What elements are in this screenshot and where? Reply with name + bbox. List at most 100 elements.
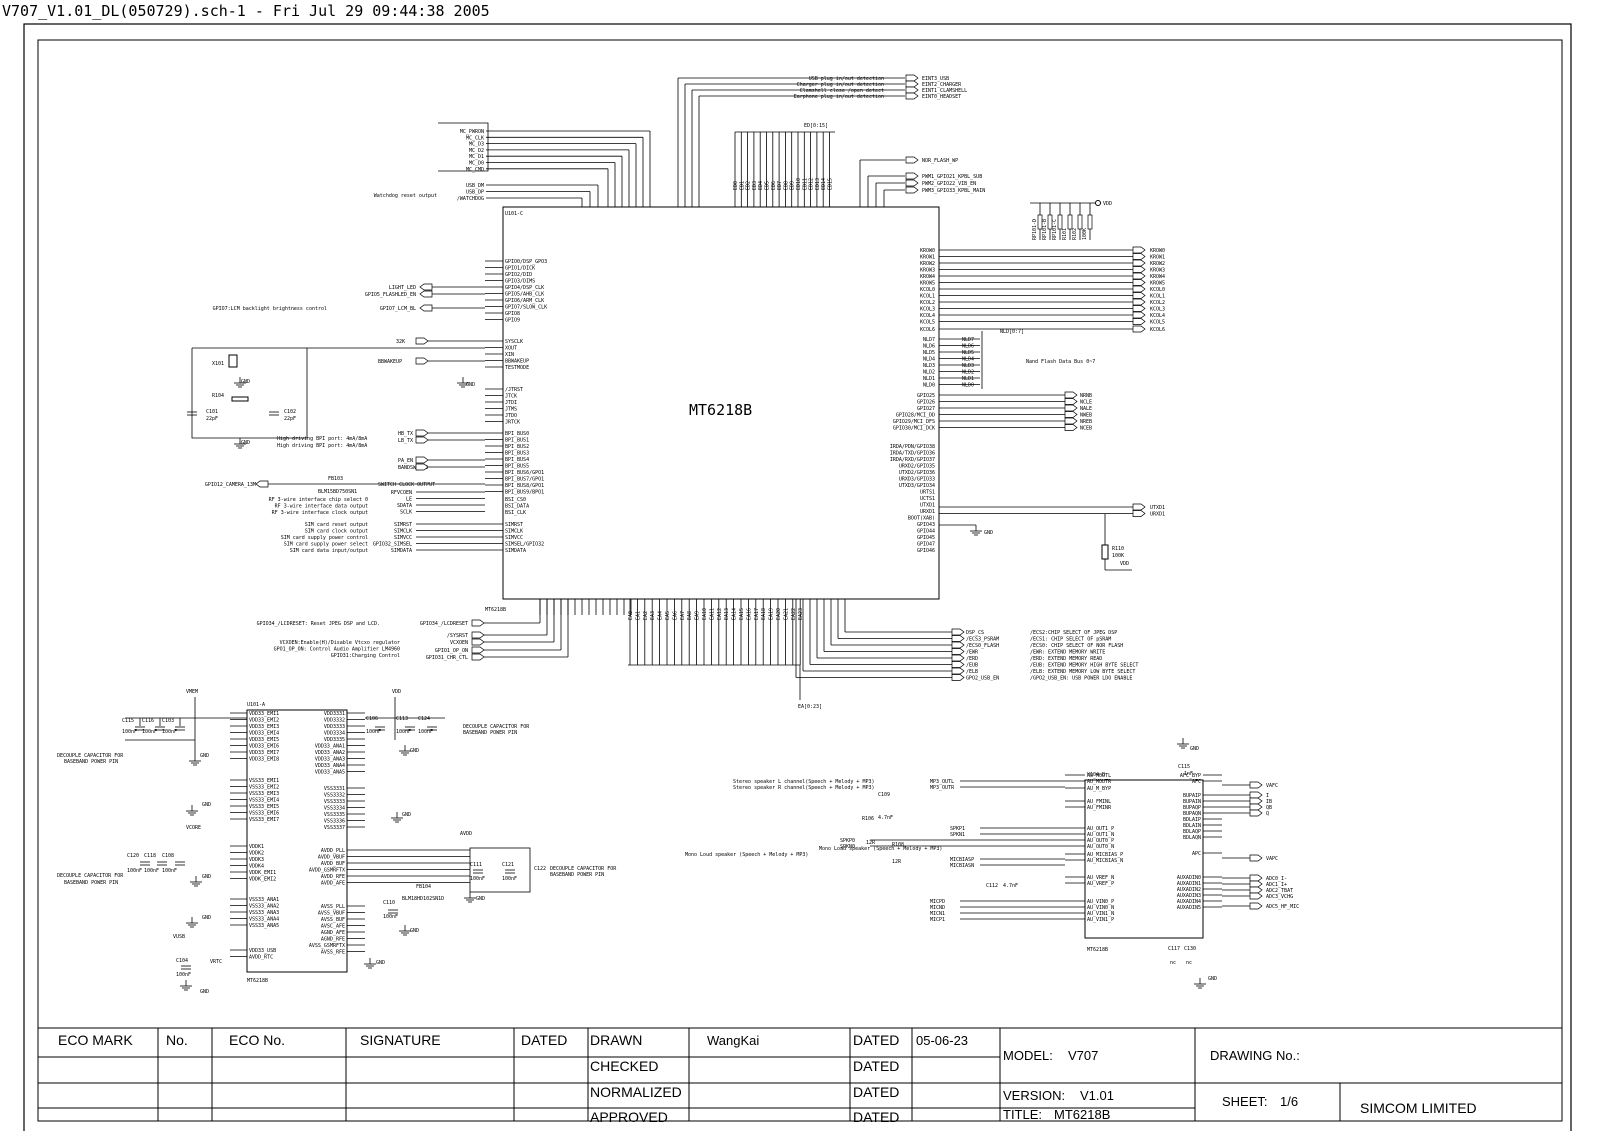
cap-ref: C118 (144, 853, 156, 859)
cs-net: /ERD (966, 656, 978, 662)
ea-bus-label: EA[0:23] (798, 704, 822, 710)
bpi-pin: BPI_BUS4 (505, 457, 529, 463)
audio-net-left: MICND (930, 905, 945, 911)
ed-label: ED5 (765, 181, 771, 190)
rf-pin: BSI_CS0 (505, 497, 526, 503)
vdd33-right-pin: VDD3331 (324, 711, 345, 717)
sim-net: SIMRST (394, 522, 412, 528)
kpad-port (1132, 285, 1146, 293)
eint-label: Clamshell close /open detect (800, 88, 884, 94)
kcol6-net: KCOL6 (1150, 327, 1165, 333)
hd-note: High driving BPI port: 4mA/8mA (277, 436, 367, 442)
tb-checked: CHECKED (590, 1058, 658, 1074)
gnd-label: GND (376, 960, 385, 966)
svg-text:U101-A: U101-A (247, 702, 265, 708)
pullup-resistor (1057, 214, 1063, 230)
audio-net-left: SPKN1 (950, 832, 965, 838)
audio-pin-left: AU_VIN1_P (1087, 917, 1114, 923)
tb-version-label: VERSION: (1003, 1088, 1065, 1103)
ea-label: EA18 (761, 608, 767, 620)
rtc-pin: VDD33_USB (249, 948, 276, 954)
tb-drawn-by: WangKai (707, 1033, 759, 1048)
decouple-note: DECOUPLE CAPACITOR FOR (57, 753, 124, 759)
kpad-pin: KROW3 (920, 268, 935, 274)
sys-net: GPIO34_/LCDRESET (420, 621, 468, 627)
bpi-port (415, 456, 429, 464)
ea-label: EA17 (754, 608, 760, 620)
ea-label: EA1 (635, 611, 641, 620)
audio-pin-right: BDLAIP (1183, 817, 1201, 823)
sim-net: SIMCLK (394, 529, 412, 535)
ea-label: EA10 (702, 608, 708, 620)
decouple-note: BASEBAND POWER PIN (64, 880, 118, 886)
kpad-pin: KROW5 (920, 281, 935, 287)
vrtc-label: VRTC (210, 959, 222, 965)
kpad-pin: KROW1 (920, 255, 935, 261)
audio-pin-right: AFC_BYP (1180, 773, 1201, 779)
bpi-pin: BPI_BUS2 (505, 444, 529, 450)
gnd-label: GND (1208, 976, 1217, 982)
audio-pin-left: AU_VIN0_N (1087, 905, 1114, 911)
pullup-label: R101 (1062, 228, 1068, 240)
audio-port (1249, 797, 1263, 805)
audio-part: C117 (1168, 946, 1180, 952)
vss33-right-pin: VSS3333 (324, 799, 345, 805)
ed-bus-label: ED[0:15] (804, 123, 828, 129)
vusb-label: VUSB (173, 934, 185, 940)
ea-label: EA0 (628, 611, 634, 620)
avss-right-pin: AVSC_AFE (321, 924, 345, 930)
gpio-right-pin: UCTS1 (920, 496, 935, 502)
gpio-port (419, 290, 433, 298)
gpio-port (419, 283, 433, 291)
avss-right-pin: AGND_AFE (321, 930, 345, 936)
vdd33-emi-pin: VDD33_EMI7 (249, 750, 279, 756)
kpad-net: KROW3 (1150, 268, 1165, 274)
kpad-port (1132, 292, 1146, 299)
vddk-pin: VDDK3 (249, 857, 264, 863)
cs-port (951, 635, 965, 642)
decouple-note: DECOUPLE CAPACITOR FOR (463, 724, 530, 730)
nand-pin: GPIO30/MCI_DCK (893, 426, 935, 432)
cs-port (951, 628, 965, 636)
audio-pin-left: AU_MOUTR (1087, 779, 1112, 785)
ed-label: ED7 (777, 181, 783, 190)
svg-text:MT6218B: MT6218B (485, 607, 506, 613)
vdd33-right-pin: VDD3333 (324, 724, 345, 730)
audio-pin-left: AU_OUT0_P (1087, 838, 1114, 844)
audio-part: R106 (862, 816, 874, 822)
rf-net: SDATA (397, 503, 412, 509)
vdd-node (1095, 200, 1101, 206)
audio-pin-left: AU_MICBIAS_P (1087, 852, 1123, 858)
pullup-label: 100K (1082, 228, 1088, 240)
cap-val: 100nF (383, 914, 398, 920)
audio-port (1249, 809, 1263, 817)
audio-pin-left: AU_OUT0_N (1087, 844, 1114, 850)
cs-net: /ELB (966, 669, 978, 675)
decouple-note: BASEBAND POWER PIN (463, 730, 517, 736)
crystal-label: X101 (212, 361, 224, 367)
ed-label: ED11 (802, 178, 808, 190)
ed-label: ED12 (809, 178, 815, 190)
mc-net-label: MC_D1 (469, 154, 484, 160)
vdd-label: VDD (392, 689, 401, 695)
uart-port (1132, 503, 1146, 511)
audio-net-left: MICBIASN (950, 863, 974, 869)
gnd-label: GND (466, 382, 475, 388)
decouple-note: BASEBAND POWER PIN (64, 759, 118, 765)
mc-net-label: MC_CLK (466, 135, 484, 141)
vdd33-emi-pin: VDD33_EMI8 (249, 757, 279, 763)
pwm-net: PWM1_GPIO21_KPBL_SUB (922, 174, 982, 180)
nld-pin: NLD3 (923, 363, 935, 369)
rf-pin: BSI_DATA (505, 504, 529, 510)
ea-label: EA5 (665, 611, 671, 620)
jtag-pin: JTCK (505, 394, 517, 400)
audio-pin-left: AU_MOUTL (1087, 773, 1111, 779)
gpio-right-pin: GPIO45 (917, 535, 935, 541)
nand-pin: GPIO29/MCI_DFS (893, 419, 935, 425)
ed-label: ED3 (752, 181, 758, 190)
cap-val: 100nF (162, 729, 177, 735)
tb-dated-checked: DATED (853, 1058, 899, 1074)
nand-net: NCEB (1080, 426, 1092, 432)
